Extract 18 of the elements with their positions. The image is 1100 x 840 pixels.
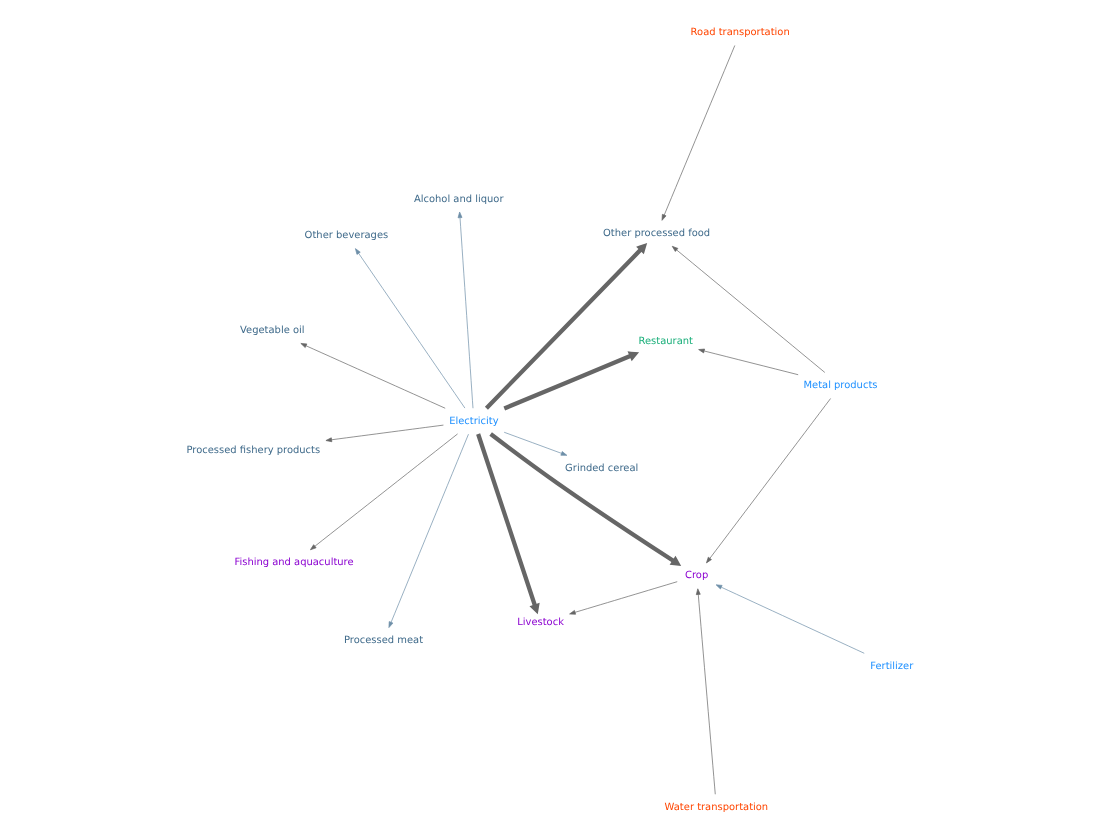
arrow (310, 433, 458, 551)
arrow (661, 45, 736, 221)
arrow (355, 248, 466, 409)
arrow (300, 343, 446, 409)
arrow (569, 581, 678, 615)
arrow (715, 584, 865, 654)
arrow (706, 398, 831, 564)
arrow (476, 433, 540, 615)
arrow (484, 243, 648, 410)
arrow (503, 431, 568, 456)
arrow (489, 432, 682, 566)
arrow (695, 588, 716, 795)
arrow (325, 424, 444, 443)
arrow (671, 245, 826, 373)
arrow (388, 433, 469, 628)
arrow (503, 351, 640, 411)
arrow (698, 348, 799, 376)
arrow (457, 211, 474, 409)
